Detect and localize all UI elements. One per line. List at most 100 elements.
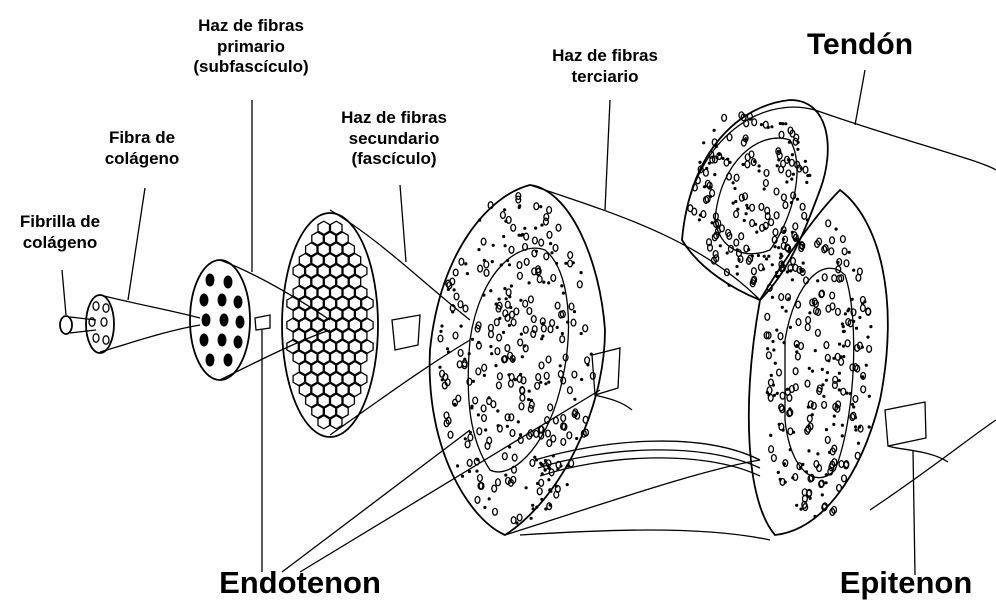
dot — [517, 420, 520, 423]
oval-dot — [825, 437, 830, 444]
hex-cell — [331, 394, 343, 407]
hex-cell — [324, 383, 335, 396]
oval-dot — [517, 262, 522, 269]
fiber-hole — [218, 294, 227, 307]
dot — [757, 254, 760, 257]
oval-dot — [839, 461, 844, 468]
dot — [547, 478, 550, 481]
dot — [547, 281, 550, 284]
fibril-hole — [103, 336, 109, 344]
oval-dot — [572, 371, 577, 378]
fiber-hole — [236, 316, 245, 329]
oval-dot — [484, 269, 489, 276]
oval-dot — [537, 276, 542, 283]
dot — [776, 164, 779, 167]
label-haz-secundario: Haz de fibras secundario (fascículo) — [328, 108, 460, 170]
dot — [775, 275, 778, 278]
oval-dot — [481, 405, 486, 412]
inner-ring — [785, 268, 854, 477]
dot — [550, 251, 553, 254]
oval-dot — [794, 134, 799, 141]
oval-dot — [506, 289, 511, 296]
oval-dot — [688, 205, 693, 212]
dot — [791, 278, 794, 281]
oval-dot — [782, 194, 787, 201]
oval-dot — [734, 239, 739, 246]
dot — [540, 337, 543, 340]
epitenon-flap — [885, 402, 948, 462]
oval-dot — [484, 261, 489, 268]
oval-dot — [844, 260, 849, 267]
oval-dot — [494, 319, 499, 326]
fiber-hole — [234, 336, 243, 349]
oval-dot — [517, 514, 522, 521]
dot — [580, 378, 583, 381]
hex-cell — [293, 372, 305, 385]
oval-dot — [779, 294, 784, 301]
oval-dot — [476, 368, 481, 375]
hex-cell — [349, 297, 361, 310]
dot — [785, 310, 788, 313]
hex-cell — [324, 297, 335, 310]
oval-dot — [532, 250, 537, 257]
hex-cell — [324, 232, 335, 245]
oval-dot — [836, 308, 841, 315]
hex-cell — [343, 329, 354, 342]
tendon-structure — [520, 100, 996, 540]
dot — [477, 413, 480, 416]
dot — [495, 303, 498, 306]
label-tendon: Tendón — [790, 28, 930, 61]
dot — [745, 212, 748, 215]
oval-dot — [568, 252, 573, 259]
hex-cell — [355, 308, 367, 321]
hex-cell — [362, 318, 373, 331]
dot — [767, 126, 770, 129]
oval-dot — [509, 380, 514, 387]
dot — [858, 316, 861, 319]
oval-dot — [550, 320, 555, 327]
dot — [713, 173, 716, 176]
oval-dot — [502, 453, 507, 460]
dot — [518, 234, 521, 237]
oval-dot — [571, 319, 576, 326]
hex-cell — [337, 340, 349, 353]
oval-dot — [830, 292, 835, 299]
dot — [505, 297, 508, 300]
dot — [531, 504, 534, 507]
hex-cell — [306, 243, 317, 256]
dot — [801, 463, 804, 466]
oval-dot — [524, 233, 529, 240]
dot — [868, 425, 871, 428]
dot — [795, 504, 798, 507]
dot — [841, 434, 844, 437]
dot — [502, 235, 505, 238]
oval-dot — [539, 479, 544, 486]
dot — [732, 202, 735, 205]
dot — [439, 330, 442, 333]
label-haz-terciario: Haz de fibras terciario — [540, 46, 670, 87]
dot — [532, 507, 535, 510]
dot — [826, 371, 829, 374]
oval-dot — [569, 303, 574, 310]
dot — [446, 347, 449, 350]
oval-dot — [752, 119, 757, 126]
dot — [498, 298, 501, 301]
dot — [799, 508, 802, 511]
oval-dot — [528, 405, 533, 412]
dot — [521, 355, 524, 358]
dot — [534, 227, 537, 230]
oval-dot — [537, 488, 542, 495]
dot — [779, 122, 782, 125]
dot — [484, 428, 487, 431]
dot — [504, 220, 507, 223]
oval-dot — [509, 246, 514, 253]
fiber-hole — [206, 274, 215, 287]
dot — [828, 451, 831, 454]
dot — [749, 118, 752, 121]
dot — [721, 157, 724, 160]
dot — [539, 381, 542, 384]
hex-cell — [343, 372, 354, 385]
label-fibra-colageno: Fibra de colágeno — [92, 128, 192, 169]
hex-cell — [318, 394, 330, 407]
dot — [567, 464, 570, 467]
